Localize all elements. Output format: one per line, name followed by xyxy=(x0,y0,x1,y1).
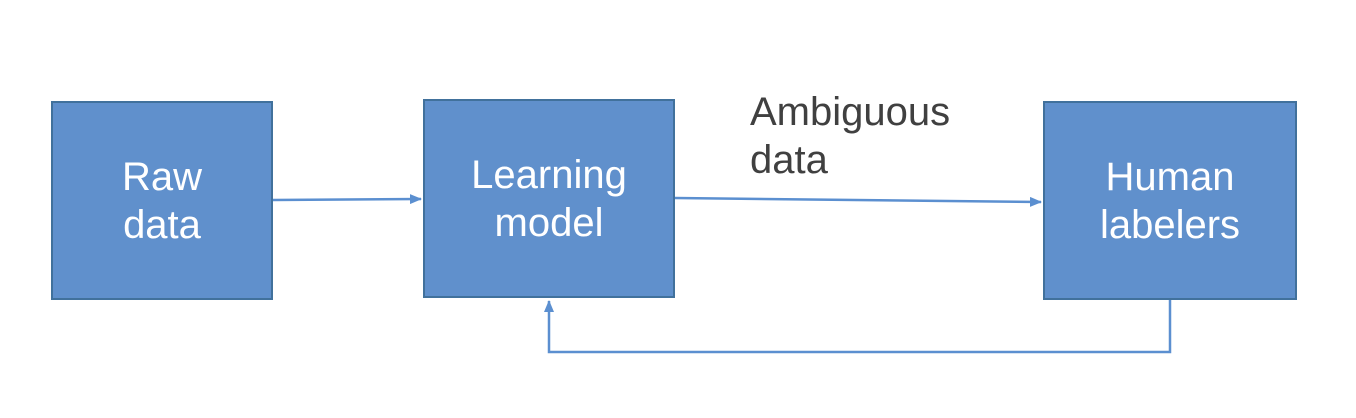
learning-model-label: Learning model xyxy=(471,152,627,245)
arrow-raw-to-model xyxy=(272,194,422,205)
learning-model-node: Learning model xyxy=(423,99,675,298)
human-labelers-label: Human labelers xyxy=(1099,154,1241,247)
raw-data-label: Raw data xyxy=(121,154,203,247)
ambiguous-data-edge-label: Ambiguous data xyxy=(750,90,951,182)
arrow-human-to-model-feedback xyxy=(544,300,1172,354)
arrow-model-to-human xyxy=(674,196,1042,207)
raw-data-node: Raw data xyxy=(51,101,273,300)
human-labelers-node: Human labelers xyxy=(1043,101,1297,300)
